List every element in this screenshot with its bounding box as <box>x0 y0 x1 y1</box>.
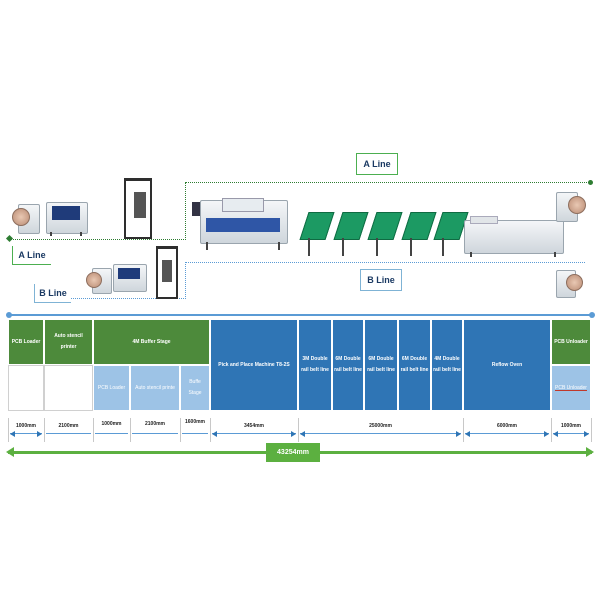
b-line-route-drop <box>185 262 186 299</box>
dim-arrowhead <box>544 431 549 437</box>
line-rail <box>8 314 592 316</box>
total-arrowhead-left <box>6 447 14 457</box>
dim-tick <box>551 418 552 442</box>
a-reflow-oven-image <box>464 216 564 258</box>
dim-arrowhead <box>10 431 15 437</box>
dim-tick <box>8 418 9 442</box>
dim-arrow-1 <box>10 433 42 434</box>
dim-label-5: 1600mm <box>184 419 205 425</box>
dim-tick <box>44 418 45 442</box>
b-line-route-left <box>60 298 186 299</box>
cell-rail-6m-3: 6M Double rail belt line <box>398 319 431 411</box>
dim-arrow-8 <box>465 433 549 434</box>
a-buffer-stage-image <box>120 178 154 239</box>
dim-arrowhead <box>465 431 470 437</box>
dim-label-8: 6000mm <box>496 423 517 429</box>
dim-arrow-2 <box>46 433 91 434</box>
cell-rail-6m-1: 6M Double rail belt line <box>332 319 364 411</box>
cell-b-pcb-unloader: PCB Unloader <box>551 365 591 411</box>
a-line-route-left <box>10 239 186 240</box>
b-stencil-printer-image <box>113 264 147 292</box>
a-line-start-dot <box>5 234 14 243</box>
cell-rail-3m: 3M Double rail belt line <box>298 319 332 411</box>
b-line-route-top <box>185 262 585 263</box>
dim-arrow-4 <box>132 433 178 434</box>
b-pcb-unloader-image <box>556 266 586 298</box>
cell-pcb-loader-b <box>8 365 44 411</box>
cell-b-buffer-stage: Buffe Stage <box>180 365 210 411</box>
rail-end-dot <box>589 312 595 318</box>
dim-arrowhead <box>300 431 305 437</box>
dim-arrowhead <box>584 431 589 437</box>
dim-label-7: 25000mm <box>369 423 392 429</box>
b-pcb-loader-image <box>86 264 112 294</box>
total-arrowhead-right <box>586 447 594 457</box>
a-line-route-top <box>185 182 591 183</box>
cell-pcb-unloader: PCB Unloader <box>551 319 591 365</box>
dim-arrowhead <box>553 431 558 437</box>
dim-arrowhead <box>456 431 461 437</box>
a-line-end-dot <box>588 180 593 185</box>
total-length-label: 43254mm <box>266 443 320 462</box>
cell-reflow-oven: Reflow Oven <box>463 319 551 411</box>
a-line-label-left: A Line <box>12 246 51 265</box>
dim-arrow-9 <box>553 433 589 434</box>
a-pcb-loader-image <box>10 200 40 234</box>
dim-tick <box>210 418 211 442</box>
dim-tick <box>180 418 181 442</box>
dim-label-2: 2100mm <box>58 423 79 429</box>
rail-start-dot <box>6 312 12 318</box>
b-buffer-stage-image <box>152 246 180 299</box>
a-line-route-drop <box>185 182 186 240</box>
dim-label-3: 1000mm <box>101 421 122 427</box>
dim-arrow-3 <box>95 433 128 434</box>
cell-b-pcb-loader: PCB Loader <box>93 365 130 411</box>
cell-stencil-printer-b <box>44 365 93 411</box>
cell-pcb-loader: PCB Loader <box>8 319 44 365</box>
cell-rail-6m-2: 6M Double rail belt line <box>364 319 398 411</box>
cell-b-stencil-printer: Auto stencil printe <box>130 365 180 411</box>
dim-arrow-6 <box>212 433 296 434</box>
dim-label-9: 1000mm <box>560 423 581 429</box>
dim-arrowhead <box>37 431 42 437</box>
dim-arrowhead <box>291 431 296 437</box>
cell-stencil-printer: Auto stencil printer <box>44 319 93 365</box>
cell-rail-4m: 4M Double rail belt line <box>431 319 463 411</box>
a-belt-lines-image <box>298 206 469 258</box>
a-stencil-printer-image <box>46 202 88 236</box>
a-line-label-top: A Line <box>356 153 398 175</box>
b-line-label-left: B Line <box>34 284 71 303</box>
dim-arrow-7 <box>300 433 461 434</box>
cell-buffer-stage: 4M Buffer Stage <box>93 319 210 365</box>
dim-tick <box>93 418 94 442</box>
a-pick-place-image <box>192 194 292 252</box>
dim-label-1: 1000mm <box>15 423 36 429</box>
dim-arrow-5 <box>182 433 208 434</box>
dim-tick <box>591 418 592 442</box>
cell-pick-place: Pick and Place Machine T8-2S <box>210 319 298 411</box>
a-pcb-unloader-image <box>556 188 588 222</box>
dim-tick <box>298 418 299 442</box>
dim-label-6: 3454mm <box>243 423 264 429</box>
dim-arrowhead <box>212 431 217 437</box>
dim-tick <box>463 418 464 442</box>
dim-tick <box>130 418 131 442</box>
b-line-label-mid: B Line <box>360 269 402 291</box>
dim-label-4: 2100mm <box>144 421 165 427</box>
